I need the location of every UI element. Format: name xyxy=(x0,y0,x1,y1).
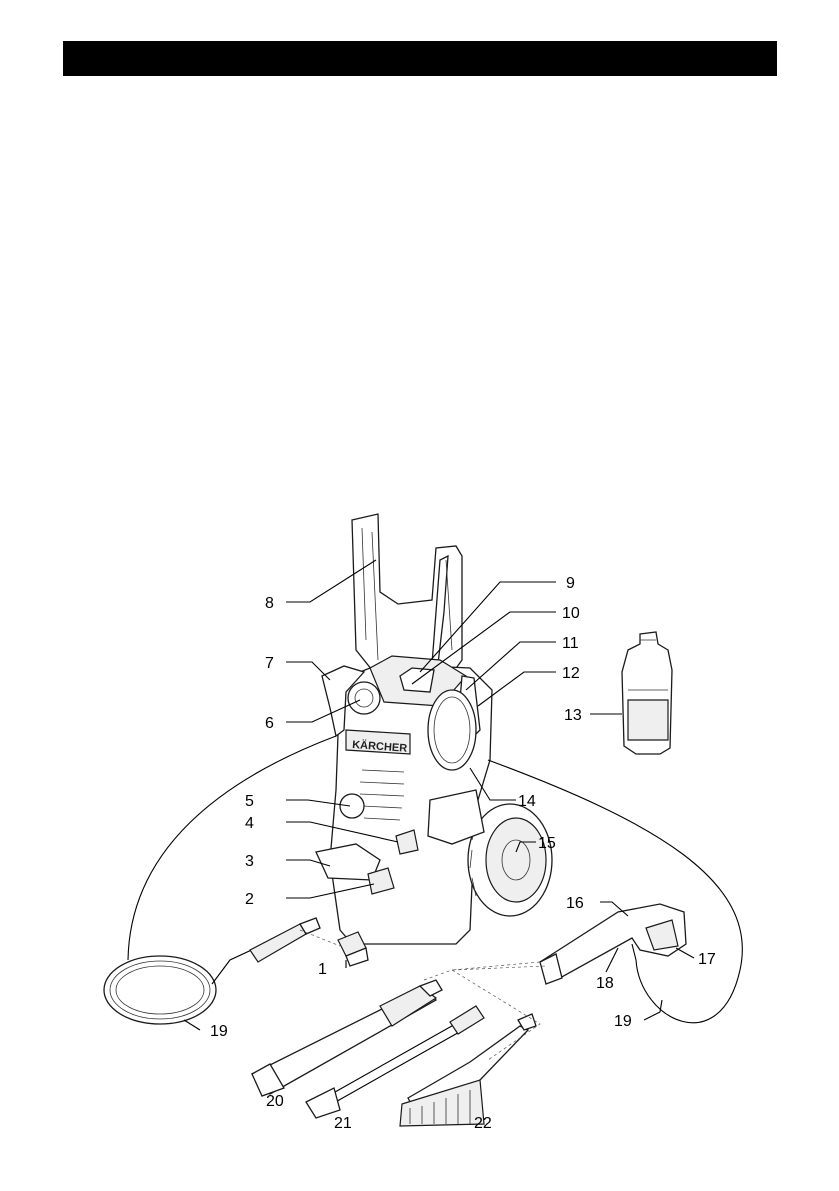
label-3: 3 xyxy=(245,853,254,870)
leader-lines xyxy=(183,559,695,1031)
label-11: 11 xyxy=(562,635,579,652)
trigger-gun-illustration xyxy=(538,903,687,985)
label-10: 10 xyxy=(562,605,580,622)
label-15: 15 xyxy=(538,835,556,852)
trigger-gun-hose xyxy=(487,759,743,1024)
label-9: 9 xyxy=(566,575,575,592)
label-6: 6 xyxy=(265,715,274,732)
label-7: 7 xyxy=(265,655,274,672)
dirt-blaster-illustration xyxy=(305,1005,485,1119)
label-16: 16 xyxy=(566,895,584,912)
label-12: 12 xyxy=(562,665,580,682)
label-22: 22 xyxy=(474,1115,492,1132)
detergent-bottle-illustration xyxy=(621,631,673,755)
header-bar xyxy=(63,41,777,76)
label-2: 2 xyxy=(245,891,254,908)
high-pressure-hose-coil xyxy=(103,735,337,1025)
label-21: 21 xyxy=(334,1115,352,1132)
pressure-washer-illustration: KÄRCHER xyxy=(315,513,553,945)
label-19-left: 19 xyxy=(210,1023,228,1040)
label-13: 13 xyxy=(564,707,582,724)
label-20: 20 xyxy=(266,1093,284,1110)
quick-connector-illustration xyxy=(337,931,369,967)
label-17: 17 xyxy=(698,951,716,968)
spray-lance-illustration xyxy=(250,979,443,1097)
wash-brush-illustration xyxy=(399,1013,537,1127)
label-8: 8 xyxy=(265,595,274,612)
label-1: 1 xyxy=(318,961,327,978)
label-18: 18 xyxy=(596,975,614,992)
label-4: 4 xyxy=(245,815,254,832)
label-19-right: 19 xyxy=(614,1013,632,1030)
label-5: 5 xyxy=(245,793,254,810)
label-14: 14 xyxy=(518,793,536,810)
part-number-labels: 8 9 10 11 12 7 6 13 14 15 5 4 3 2 1 16 1… xyxy=(210,575,716,1132)
brand-logo: KÄRCHER xyxy=(352,738,408,755)
